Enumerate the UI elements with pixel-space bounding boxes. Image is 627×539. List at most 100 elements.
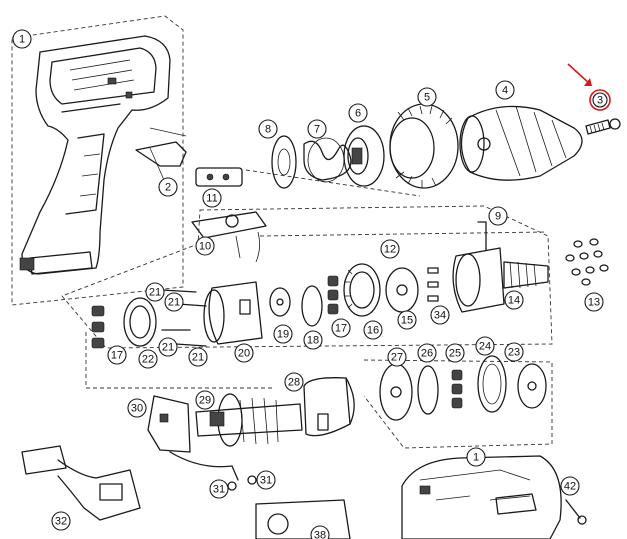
callout-number: 21: [149, 287, 161, 299]
callout-c38: 38: [310, 525, 330, 539]
callout-c20: 20: [234, 343, 254, 363]
callout-c15: 15: [397, 310, 417, 330]
callout-number: 12: [384, 244, 396, 256]
sun-gear: [269, 287, 291, 317]
callout-c24: 24: [475, 336, 495, 356]
callout-number: 11: [206, 193, 217, 205]
planet-carrier-1: [385, 267, 419, 313]
callout-c17a: 17: [331, 318, 351, 338]
callout-number: 6: [355, 108, 361, 120]
callout-number: 22: [142, 354, 154, 366]
callout-c22: 22: [138, 349, 158, 369]
callout-c21d: 21: [188, 347, 208, 367]
callout-circle: [310, 525, 330, 539]
callout-number: 17: [335, 323, 347, 335]
callout-c25: 25: [445, 343, 465, 363]
callout-circle: [273, 324, 293, 344]
tool-38: [255, 499, 351, 539]
callout-number: 17: [111, 350, 123, 362]
brush-holder: [147, 395, 239, 481]
callout-circle: [475, 336, 495, 356]
callout-circle: [560, 476, 580, 496]
callout-circle: [209, 479, 229, 499]
callout-circle: [303, 330, 323, 350]
callout-c17b: 17: [107, 345, 127, 365]
callout-inner-ring: [592, 92, 608, 108]
switch-lever: [135, 141, 187, 167]
callout-number: 7: [314, 124, 320, 136]
callout-number: 25: [449, 348, 461, 360]
ring-gear-1: [343, 263, 381, 317]
gearbox-group-outline: [61, 205, 553, 349]
callout-circle: [234, 343, 254, 363]
callout-c28: 28: [284, 372, 304, 392]
planet-gears: [91, 275, 339, 349]
callout-circle: [495, 80, 515, 100]
callout-c11: 11: [202, 188, 222, 208]
callout-number: 38: [314, 530, 326, 539]
callout-number: 9: [495, 211, 501, 223]
spindle-gearcase: [452, 221, 549, 313]
callout-circle: [397, 310, 417, 330]
callout-circle: [504, 342, 524, 362]
callout-circle: [202, 188, 222, 208]
callout-c23: 23: [504, 342, 524, 362]
callout-c12: 12: [380, 239, 400, 259]
callout-circle: [107, 345, 127, 365]
callout-c3: 3: [589, 89, 611, 111]
motor-magnet: [303, 377, 355, 437]
callout-circle: [195, 236, 215, 256]
callout-number: 30: [131, 403, 143, 415]
callout-number: 1: [19, 34, 25, 46]
callout-c26: 26: [417, 343, 437, 363]
callout-c13: 13: [584, 292, 604, 312]
callout-c10: 10: [195, 236, 215, 256]
direction-selector: [195, 167, 243, 187]
screw-42: [565, 499, 587, 525]
callout-c31b: 31: [209, 479, 229, 499]
callout-circle: [284, 372, 304, 392]
callout-c9: 9: [488, 206, 508, 226]
callout-number: 13: [588, 297, 600, 309]
armature: [195, 393, 303, 447]
callout-c1a: 1: [12, 29, 32, 49]
callout-number: 42: [564, 481, 576, 493]
callout-c14: 14: [504, 290, 524, 310]
callout-number: 31: [260, 475, 272, 487]
top-assembly: [245, 63, 621, 197]
callout-number: 21: [168, 297, 180, 309]
callout-c21a: 21: [145, 282, 165, 302]
callout-c1b: 1: [466, 447, 486, 467]
pins: [427, 267, 439, 302]
callout-number: 3: [597, 95, 603, 107]
callout-c34: 34: [430, 305, 450, 325]
callout-circle: [138, 349, 158, 369]
callout-c29: 29: [195, 390, 215, 410]
small-rollers: [565, 238, 609, 286]
callout-number: 15: [401, 315, 413, 327]
washer: [301, 285, 323, 327]
callout-number: 23: [508, 347, 520, 359]
callout-c27: 27: [387, 347, 407, 367]
led-board: [191, 211, 267, 263]
callout-number: 18: [307, 335, 319, 347]
housing-lower-right: [401, 455, 562, 539]
callout-number: 5: [424, 92, 430, 104]
callout-number: 14: [508, 295, 520, 307]
callout-c19: 19: [273, 324, 293, 344]
callout-circle: [307, 119, 327, 139]
callout-number: 16: [367, 325, 379, 337]
callout-circle: [158, 177, 178, 197]
terminals: [227, 475, 257, 491]
gear-case: [203, 281, 263, 345]
callout-c18: 18: [303, 330, 323, 350]
callout-c42: 42: [560, 476, 580, 496]
callout-c30: 30: [127, 398, 147, 418]
callout-circle: [417, 343, 437, 363]
callout-number: 8: [265, 124, 271, 136]
callout-circle: [387, 347, 407, 367]
callout-c21c: 21: [158, 337, 178, 357]
callout-number: 31: [213, 484, 225, 496]
callout-circle: [164, 292, 184, 312]
